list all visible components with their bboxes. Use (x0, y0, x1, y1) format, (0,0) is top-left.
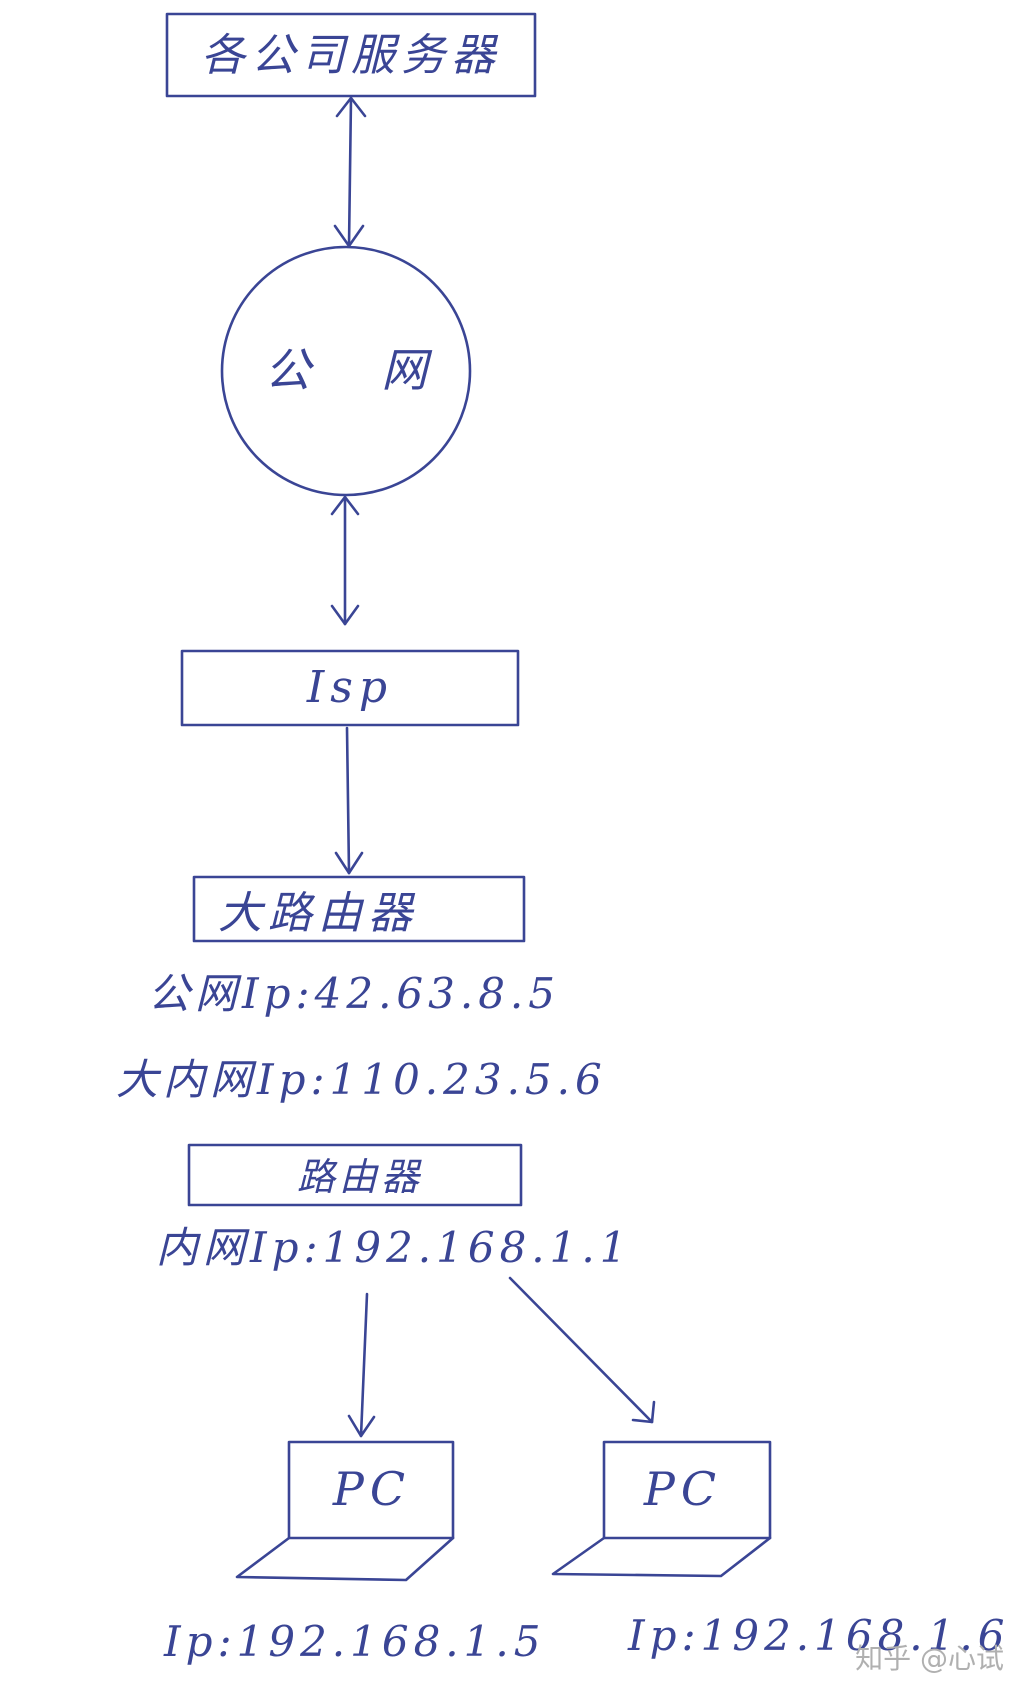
internet-label: 公 网 (265, 343, 456, 397)
servers-label: 各公司服务器 (201, 30, 501, 81)
isp-node: Isp (180, 649, 520, 727)
big-router-label: 大路由器 (218, 888, 418, 939)
arrow-servers-internet (333, 96, 367, 248)
pc-right-node: PC (551, 1440, 772, 1578)
arrow-internet-isp (330, 495, 360, 626)
pc-right-keyboard (551, 1536, 772, 1578)
pc-left-keyboard (235, 1536, 455, 1582)
big-router-lan-ip: 大内网Ip:110.23.5.6 (116, 1055, 607, 1104)
router-lan-ip: 内网Ip:192.168.1.1 (156, 1223, 631, 1272)
servers-node: 各公司服务器 (165, 12, 537, 98)
pc-left-label: PC (332, 1462, 411, 1516)
pc-left-node: PC (235, 1440, 455, 1582)
arrow-isp-big-router (334, 726, 364, 875)
pc-right-ip: Ip:192.168.1.6 (627, 1611, 1009, 1660)
internet-node: 公 网 (220, 245, 472, 497)
arrow-router-pc-right (508, 1276, 656, 1424)
big-router-node: 大路由器 (192, 875, 526, 943)
big-router-public-ip: 公网Ip:42.63.8.5 (148, 969, 560, 1018)
pc-right-label: PC (643, 1462, 722, 1516)
arrow-router-pc-left (347, 1292, 376, 1438)
pc-left-screen (287, 1440, 455, 1540)
pc-right-screen (602, 1440, 772, 1540)
watermark: 知乎 @心试 (855, 1642, 1004, 1675)
isp-label: Isp (306, 662, 393, 713)
pc-left-ip: Ip:192.168.1.5 (163, 1617, 545, 1666)
router-label: 路由器 (297, 1155, 423, 1199)
router-node: 路由器 (187, 1143, 523, 1207)
